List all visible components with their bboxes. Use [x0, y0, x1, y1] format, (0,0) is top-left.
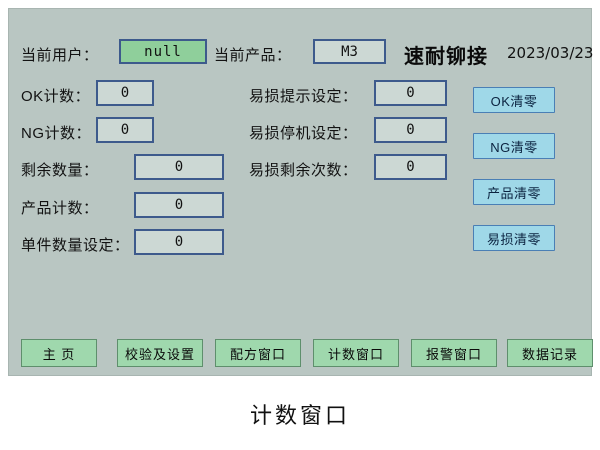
wear-stop-setting-label: 易损停机设定： [249, 125, 358, 142]
nav-calibration-settings-button[interactable]: 校验及设置 [117, 339, 203, 367]
wear-alert-setting-label: 易损提示设定： [249, 88, 358, 105]
wear-remaining-count-label: 易损剩余次数： [249, 162, 358, 179]
ng-count-value[interactable]: 0 [96, 117, 154, 143]
remaining-qty-value[interactable]: 0 [134, 154, 224, 180]
nav-count-window-button[interactable]: 计数窗口 [313, 339, 399, 367]
wear-alert-setting-value[interactable]: 0 [374, 80, 447, 106]
product-clear-button[interactable]: 产品清零 [473, 179, 555, 205]
page-caption: 计数窗口 [249, 403, 350, 428]
ng-clear-button[interactable]: NG清零 [473, 133, 555, 159]
hmi-screen: 当前用户： null 当前产品： M3 速耐铆接 2023/03/23 OK计数… [8, 8, 594, 376]
ok-count-value[interactable]: 0 [96, 80, 154, 106]
remaining-qty-label: 剩余数量： [21, 162, 99, 179]
wear-clear-button[interactable]: 易损清零 [473, 225, 555, 251]
wear-stop-setting-value[interactable]: 0 [374, 117, 447, 143]
product-count-value[interactable]: 0 [134, 192, 224, 218]
nav-data-record-button[interactable]: 数据记录 [507, 339, 593, 367]
product-count-label: 产品计数： [21, 200, 99, 217]
date-display: 2023/03/23 [507, 44, 594, 62]
nav-recipe-window-button[interactable]: 配方窗口 [215, 339, 301, 367]
unit-qty-setting-value[interactable]: 0 [134, 229, 224, 255]
brand-title: 速耐铆接 [404, 46, 488, 68]
ok-clear-button[interactable]: OK清零 [473, 87, 555, 113]
ng-count-label: NG计数： [21, 125, 92, 142]
nav-home-button[interactable]: 主 页 [21, 339, 97, 367]
wear-remaining-count-value[interactable]: 0 [374, 154, 447, 180]
current-user-value[interactable]: null [119, 39, 207, 64]
current-product-value[interactable]: M3 [313, 39, 386, 64]
current-user-label: 当前用户： [21, 47, 99, 64]
unit-qty-setting-label: 单件数量设定： [21, 237, 130, 254]
nav-alarm-window-button[interactable]: 报警窗口 [411, 339, 497, 367]
ok-count-label: OK计数： [21, 88, 91, 105]
current-product-label: 当前产品： [214, 47, 292, 64]
